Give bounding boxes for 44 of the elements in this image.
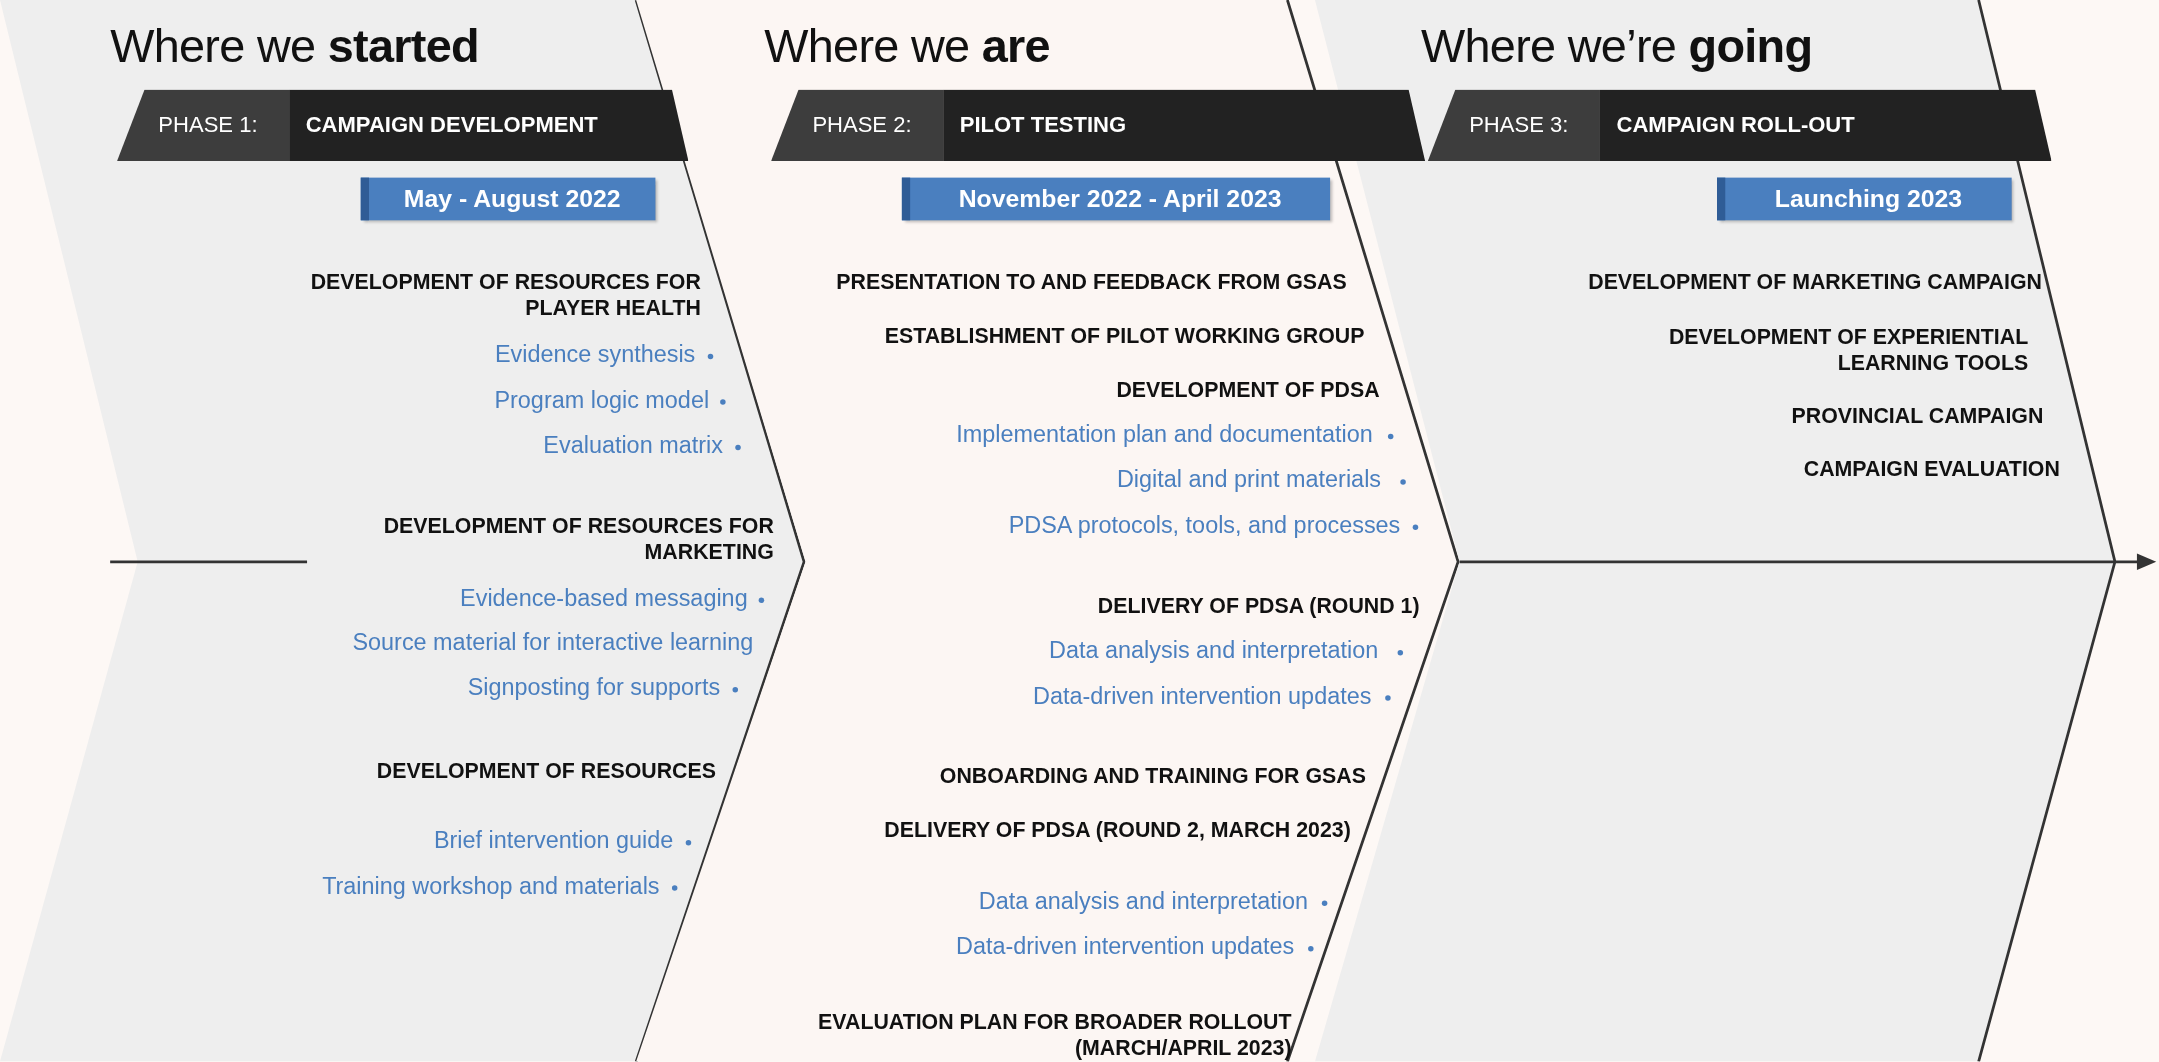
- section-heading: DEVELOPMENT OF EXPERIENTIAL LEARNING TOOLS: [1667, 323, 2029, 376]
- section-heading: CAMPAIGN EVALUATION: [1803, 456, 2060, 482]
- phase-banner: [1427, 89, 2052, 162]
- phase-number: PHASE 2:: [771, 89, 944, 162]
- heading: Where we started: [110, 19, 479, 73]
- list-item: Implementation plan and documentation: [956, 421, 1373, 449]
- section-heading: EVALUATION PLAN FOR BROADER ROLLOUT (MARCH/APRIL 2023): [817, 1008, 1292, 1061]
- phase-title: CAMPAIGN ROLL-OUT: [1599, 89, 2052, 162]
- section-heading: PROVINCIAL CAMPAIGN: [1791, 402, 2044, 429]
- date-tag: November 2022 - April 2023: [901, 177, 1331, 221]
- section-heading: PRESENTATION TO AND FEEDBACK FROM GSAS: [836, 268, 1347, 295]
- section-heading: ONBOARDING AND TRAINING FOR GSAS: [939, 763, 1366, 789]
- list-item: Digital and print materials: [1116, 466, 1382, 495]
- list-item: Data-driven intervention updates: [956, 933, 1295, 962]
- section-heading: DEVELOPMENT OF PDSA: [1116, 376, 1380, 403]
- section-heading: DELIVERY OF PDSA (ROUND 1): [1097, 592, 1420, 619]
- list-item: Evidence synthesis: [494, 341, 696, 369]
- heading: Where we are: [764, 19, 1050, 73]
- list-item: PDSA protocols, tools, and processes: [1008, 512, 1401, 540]
- phase-number: PHASE 1:: [117, 89, 290, 162]
- list-item: Data analysis and interpretation: [1049, 637, 1379, 666]
- heading: Where we’re going: [1420, 19, 1813, 73]
- section-heading: DEVELOPMENT OF RESOURCES FOR PLAYER HEALTH: [309, 268, 701, 321]
- section-heading: DEVELOPMENT OF RESOURCES FOR MARKETING: [382, 512, 774, 565]
- list-item: Data-driven intervention updates: [1033, 682, 1372, 711]
- phase-banner: [771, 89, 1426, 162]
- date-tag: Launching 2023: [1717, 177, 2012, 221]
- list-item: Data analysis and interpretation: [978, 888, 1309, 916]
- list-item: Brief intervention guide: [433, 827, 674, 856]
- list-item: Source material for interactive learning: [352, 629, 754, 657]
- section-heading: ESTABLISHMENT OF PILOT WORKING GROUP: [884, 322, 1365, 349]
- date-tag: May - August 2022: [360, 177, 656, 221]
- section-heading: DELIVERY OF PDSA (ROUND 2, MARCH 2023): [884, 816, 1351, 843]
- phase-title: PILOT TESTING: [943, 89, 1426, 162]
- section-heading: DEVELOPMENT OF RESOURCES: [375, 757, 716, 784]
- section-heading: DEVELOPMENT OF MARKETING CAMPAIGN: [1588, 268, 2042, 295]
- phase-title: CAMPAIGN DEVELOPMENT: [289, 89, 689, 162]
- list-item: Evidence-based messaging: [460, 585, 748, 613]
- list-item: Signposting for supports: [467, 674, 721, 703]
- list-item: Training workshop and materials: [322, 872, 660, 901]
- list-item: Evaluation matrix: [543, 432, 723, 460]
- list-item: Program logic model: [494, 386, 710, 415]
- phase-banner: [117, 89, 689, 162]
- phase-number: PHASE 3:: [1427, 89, 1600, 162]
